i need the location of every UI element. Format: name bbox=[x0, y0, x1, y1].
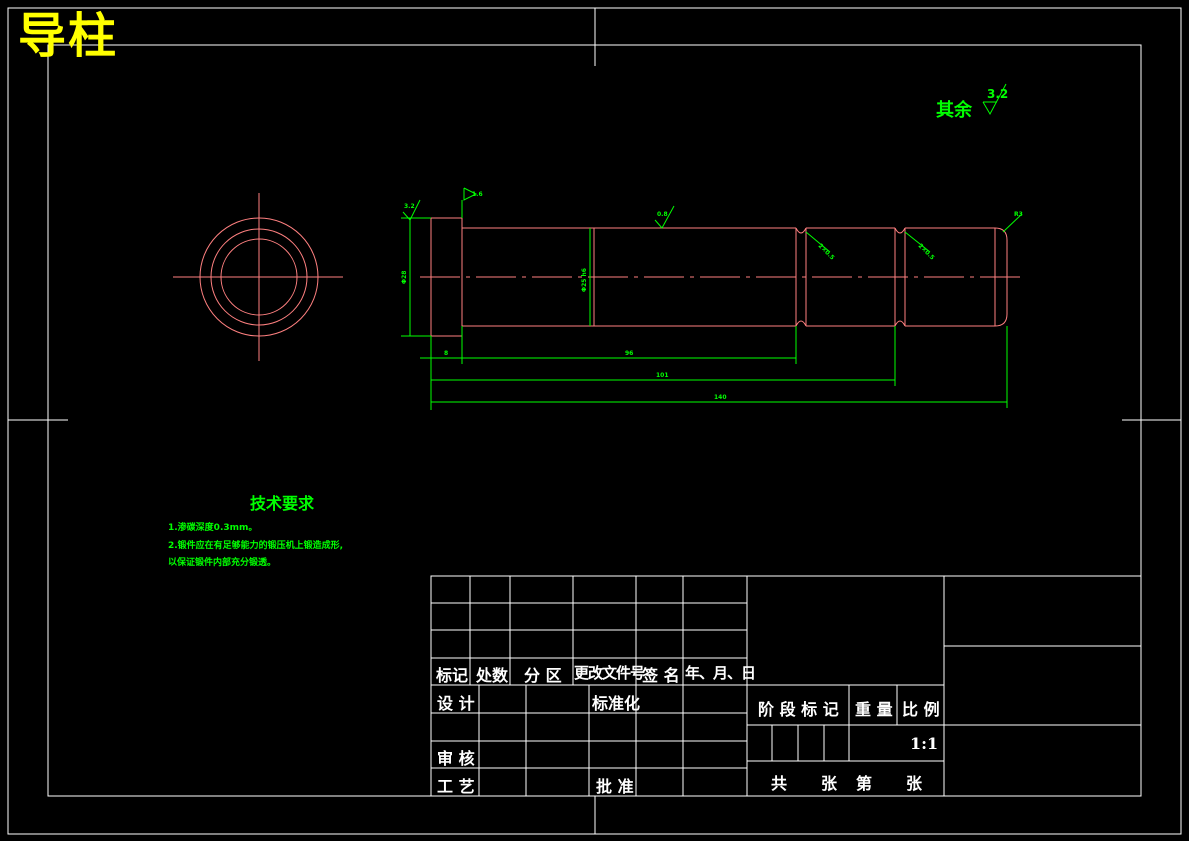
tb-header-mark: 标记 bbox=[436, 666, 469, 685]
roughness-head: 1.6 bbox=[472, 191, 483, 198]
roughness-note-value: 3.2 bbox=[987, 87, 1008, 101]
tech-requirements-title: 技术要求 bbox=[250, 494, 315, 513]
tb-design: 设 计 bbox=[437, 694, 475, 713]
title-block-grid bbox=[430, 575, 1142, 797]
tech-requirement-line: 2.锻件应在有足够能力的锻压机上锻造成形, bbox=[168, 541, 344, 551]
chamfer-1-label: 2×0.5 bbox=[817, 242, 836, 261]
tb-scale-label: 比 例 bbox=[902, 700, 940, 719]
tb-header-zone: 分 区 bbox=[524, 666, 562, 685]
chamfer-2-label: 2×0.5 bbox=[917, 242, 936, 261]
roughness-note-prefix: 其余 bbox=[936, 100, 972, 121]
end-view bbox=[173, 193, 343, 361]
tech-requirement-line: 以保证锻件内部充分锻透。 bbox=[168, 558, 277, 568]
tb-header-change-doc: 更改文件号 bbox=[574, 664, 645, 682]
radius-label: R3 bbox=[1014, 211, 1023, 218]
dimension-lines bbox=[401, 83, 1023, 410]
tb-sheet-num-prefix: 第 bbox=[856, 774, 873, 793]
length-101-label: 101 bbox=[656, 372, 669, 379]
roughness-left: 3.2 bbox=[404, 203, 415, 210]
roughness-shank: 0.8 bbox=[657, 211, 668, 218]
tb-sheet-num-suffix: 张 bbox=[906, 774, 923, 793]
tb-sheets-total-prefix: 共 bbox=[771, 774, 788, 793]
centering-marks bbox=[8, 8, 1181, 834]
tb-scale-value: 1:1 bbox=[910, 734, 939, 753]
dimension-texts: 3.2 1.6 0.8 R3 2×0.5 2×0.5 Φ28 Φ25 h6 8 … bbox=[401, 87, 1023, 401]
tb-header-sign: 签 名 bbox=[642, 666, 680, 685]
drawing-title: 导柱 bbox=[18, 8, 119, 64]
length-140-label: 140 bbox=[714, 394, 727, 401]
tb-header-count: 处数 bbox=[476, 666, 509, 685]
inner-frame bbox=[47, 44, 1142, 797]
tb-process: 工 艺 bbox=[437, 777, 475, 796]
length-96-label: 96 bbox=[625, 350, 633, 357]
tb-header-date: 年、月、日 bbox=[685, 664, 756, 682]
tb-standardize: 标准化 bbox=[592, 694, 641, 713]
tech-requirement-line: 1.渗碳深度0.3mm。 bbox=[168, 523, 258, 533]
side-view bbox=[420, 217, 1026, 337]
length-8-label: 8 bbox=[444, 350, 448, 357]
tb-stage-mark: 阶 段 标 记 bbox=[758, 700, 839, 719]
tb-review: 审 核 bbox=[437, 749, 475, 768]
tb-weight: 重 量 bbox=[855, 700, 893, 719]
diameter-left-label: Φ28 bbox=[401, 271, 408, 284]
diameter-mid-label: Φ25 h6 bbox=[581, 268, 588, 292]
tb-approve: 批 准 bbox=[596, 777, 634, 796]
tb-sheets-total-suffix: 张 bbox=[821, 774, 838, 793]
